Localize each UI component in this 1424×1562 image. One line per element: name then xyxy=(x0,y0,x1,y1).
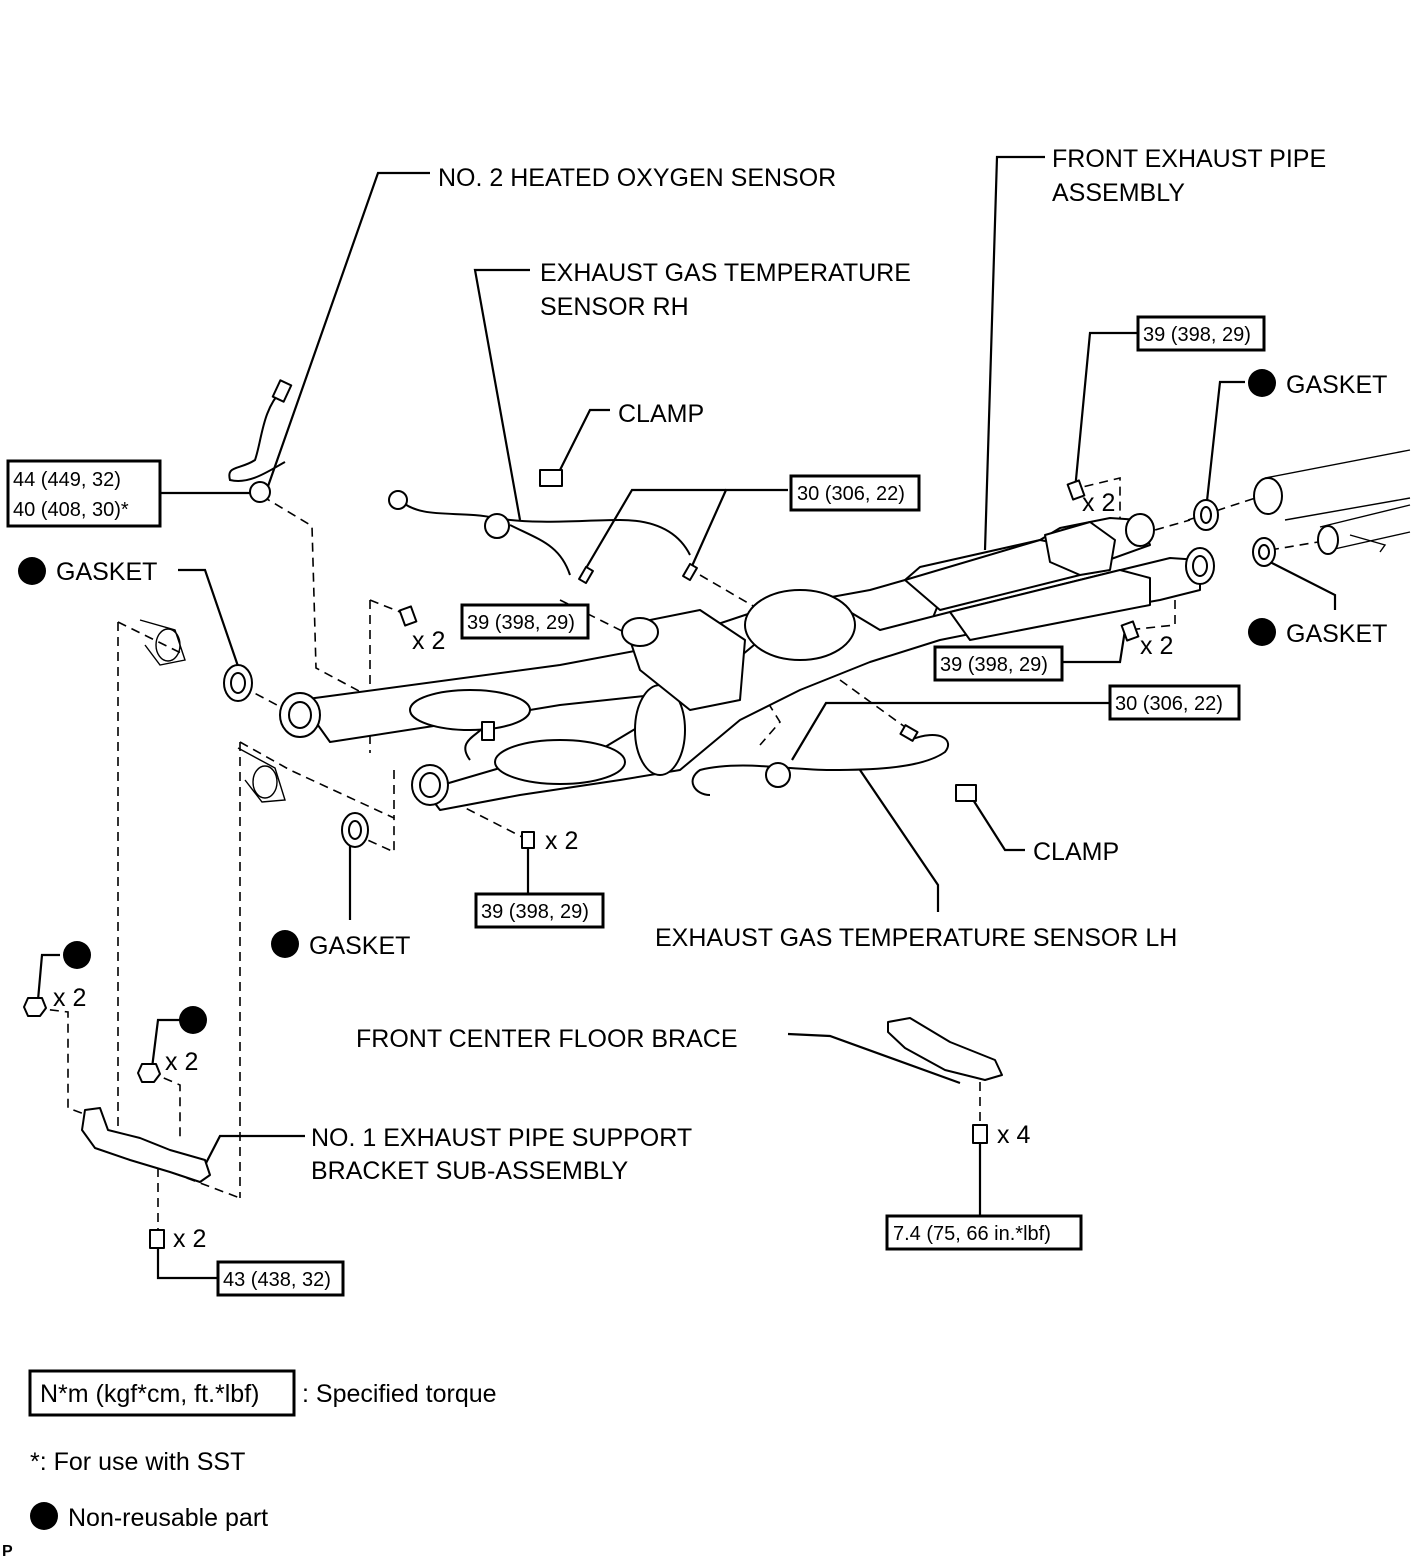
flange-rh-outlet xyxy=(1125,513,1155,547)
support-bracket-drawing xyxy=(81,1107,211,1183)
label-front-pipe-line2: ASSEMBLY xyxy=(1052,179,1185,207)
label-gasket-mid-right: GASKET xyxy=(1286,620,1387,648)
qty-left: x 2 xyxy=(412,627,445,655)
non-reusable-dot xyxy=(18,557,46,585)
catalyst-rh-2 xyxy=(744,589,856,661)
bolt-bracket xyxy=(149,1229,165,1249)
qty-nut-middle: x 2 xyxy=(165,1048,198,1076)
non-reusable-dot xyxy=(63,941,91,969)
qty-mid-right: x 2 xyxy=(1140,632,1173,660)
torque-pipe-left: 39 (398, 29) xyxy=(467,612,575,634)
torque-floor-brace: 7.4 (75, 66 in.*lbf) xyxy=(893,1223,1051,1245)
legend-sst-note: *: For use with SST xyxy=(30,1448,245,1476)
pipe-hanger-bracket xyxy=(1044,521,1116,576)
rear-pipe-lh-flange xyxy=(1317,525,1339,555)
label-egt-rh-line1: EXHAUST GAS TEMPERATURE xyxy=(540,259,911,287)
rear-pipes xyxy=(1253,449,1411,555)
torque-boxes xyxy=(6,315,1266,1297)
label-clamp-top: CLAMP xyxy=(618,400,704,428)
label-front-pipe-line1: FRONT EXHAUST PIPE xyxy=(1052,145,1326,173)
qty-bracket-bolt: x 2 xyxy=(173,1225,206,1253)
qty-top-right: x 2 xyxy=(1082,489,1115,517)
assembly-lines xyxy=(34,476,1331,1235)
clamp-top xyxy=(539,469,563,487)
o2-sensor-connector xyxy=(271,379,293,403)
non-reusable-dot xyxy=(179,1006,207,1034)
o2-sensor-wire xyxy=(228,389,286,482)
qty-nut-left: x 2 xyxy=(53,984,86,1012)
bolt-bottom xyxy=(521,831,535,849)
label-bracket-line1: NO. 1 EXHAUST PIPE SUPPORT xyxy=(311,1124,692,1152)
torque-egt-lh: 30 (306, 22) xyxy=(1115,693,1223,715)
non-reusable-dot xyxy=(271,930,299,958)
torque-o2-b: 40 (408, 30)* xyxy=(13,499,129,521)
rear-pipe-rh-flange xyxy=(1253,477,1283,515)
torque-bracket: 43 (438, 32) xyxy=(223,1269,331,1291)
torque-egt-rh: 30 (306, 22) xyxy=(797,483,905,505)
nut-left xyxy=(23,997,47,1017)
label-clamp-bottom: CLAMP xyxy=(1033,838,1119,866)
egt-rh-wire xyxy=(399,499,691,556)
torque-o2-a: 44 (449, 32) xyxy=(13,469,121,491)
torque-pipe-top-right: 39 (398, 29) xyxy=(1143,324,1251,346)
qty-floor-brace: x 4 xyxy=(997,1121,1030,1149)
torque-pipe-bottom: 39 (398, 29) xyxy=(481,901,589,923)
label-o2-sensor: NO. 2 HEATED OXYGEN SENSOR xyxy=(438,164,836,192)
label-floor-brace: FRONT CENTER FLOOR BRACE xyxy=(356,1025,738,1053)
bolt-floor-brace xyxy=(972,1124,988,1144)
corner-mark: P xyxy=(2,1543,13,1560)
bolt-top-right xyxy=(1066,479,1086,501)
qty-bottom: x 2 xyxy=(545,827,578,855)
manifold-stubs xyxy=(139,619,286,803)
exhaust-pipe-assembly-drawing xyxy=(279,513,1215,811)
nut-middle xyxy=(137,1063,161,1083)
egt-rh-connector xyxy=(388,490,408,510)
floor-brace-drawing xyxy=(887,1017,1003,1081)
non-reusable-dot xyxy=(1248,618,1276,646)
label-egt-lh: EXHAUST GAS TEMPERATURE SENSOR LH xyxy=(655,924,1177,952)
label-egt-rh-line2: SENSOR RH xyxy=(540,293,689,321)
legend-non-reusable: Non-reusable part xyxy=(68,1504,268,1532)
legend-non-reusable-dot xyxy=(30,1502,58,1530)
egt-rh-stud xyxy=(578,565,594,585)
egt-lh-wire xyxy=(691,734,950,796)
label-gasket-left: GASKET xyxy=(56,558,157,586)
fasteners xyxy=(23,479,1140,1249)
legend-torque-desc: : Specified torque xyxy=(302,1380,497,1408)
gasket-rings xyxy=(223,499,1276,848)
front-muffler-lh xyxy=(949,569,1151,641)
legend-torque-box xyxy=(28,1369,296,1417)
clamp-bottom xyxy=(955,784,977,802)
non-reusable-markers xyxy=(18,369,1276,1530)
torque-pipe-mid-right: 39 (398, 29) xyxy=(940,654,1048,676)
label-gasket-top-right: GASKET xyxy=(1286,371,1387,399)
label-bracket-line2: BRACKET SUB-ASSEMBLY xyxy=(311,1157,629,1185)
label-gasket-bottom: GASKET xyxy=(309,932,410,960)
egt-lh-grommet xyxy=(765,762,791,788)
non-reusable-dot xyxy=(1248,369,1276,397)
bolt-mid-right xyxy=(1120,620,1140,642)
catalyst-rh-1 xyxy=(409,689,531,731)
catalyst-lh xyxy=(494,739,626,785)
bolt-left xyxy=(398,605,418,627)
sensors xyxy=(228,379,977,802)
o2-sensor-body xyxy=(249,481,271,503)
leader-lines xyxy=(36,155,1337,1280)
egt-rh-grommet xyxy=(484,513,510,539)
legend-torque-unit: N*m (kgf*cm, ft.*lbf) xyxy=(40,1380,259,1408)
